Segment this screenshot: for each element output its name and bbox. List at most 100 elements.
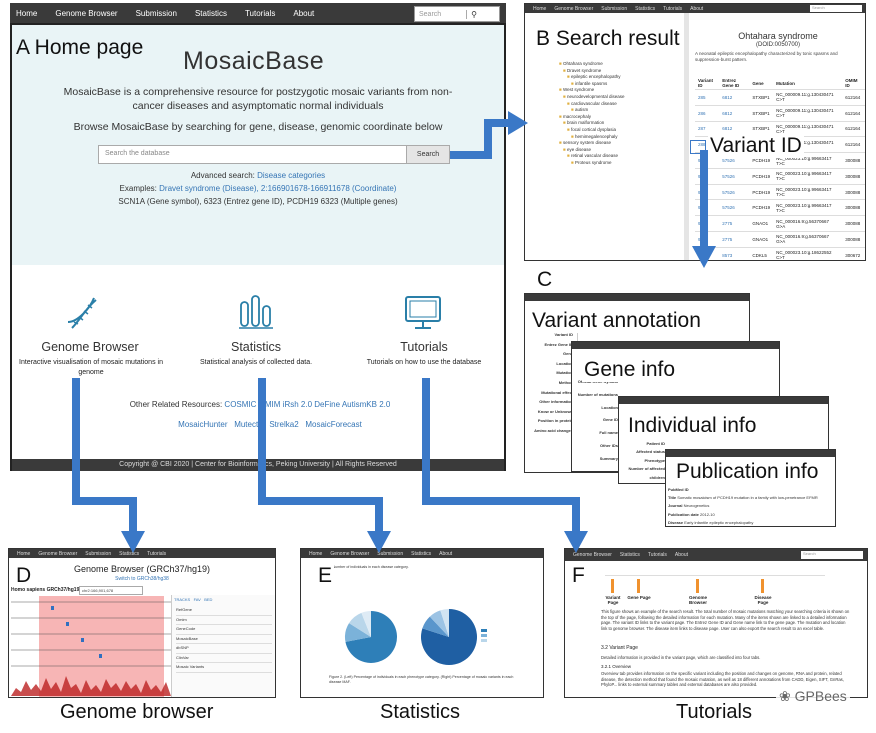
tree-item[interactable]: ■ macrocephaly <box>559 114 625 121</box>
tree-item[interactable]: ■ cardiovascular disease <box>559 101 625 108</box>
table-header-cell[interactable]: Mutation <box>773 77 843 90</box>
nav-b-search[interactable]: Search <box>810 5 862 12</box>
link-irsh[interactable]: iRsh 2.0 <box>282 400 313 409</box>
table-cell[interactable]: 92 <box>695 184 720 201</box>
nav-search[interactable]: Search ⚲ <box>414 6 500 22</box>
nav-d-submission[interactable]: Submission <box>85 550 112 557</box>
tree-item[interactable]: ■ eye disease <box>559 147 625 154</box>
tree-item[interactable]: ■ Dravet syndrome <box>559 68 625 75</box>
track-item[interactable]: Mosaic Variants <box>176 663 272 673</box>
link-mosaichunter[interactable]: MosaicHunter <box>178 420 228 429</box>
main-search-input[interactable]: Search the database <box>105 150 170 157</box>
nav-statistics[interactable]: Statistics <box>194 8 227 18</box>
tree-item[interactable]: ■ West syndrome <box>559 87 625 94</box>
tree-scrollbar[interactable] <box>684 13 689 260</box>
tree-item[interactable]: ■ autism <box>559 107 625 114</box>
nav-f-search[interactable]: Search <box>801 551 863 559</box>
tree-item[interactable]: ■ sensory system disease <box>559 140 625 147</box>
main-search-button[interactable]: Search <box>406 146 449 163</box>
nav-b-genome[interactable]: Genome Browser <box>554 5 594 12</box>
genome-tracks[interactable] <box>11 596 171 698</box>
table-cell[interactable]: 2775 <box>719 215 750 233</box>
link-mosaicforecast[interactable]: MosaicForecast <box>305 420 362 429</box>
nav-e-statistics[interactable]: Statistics <box>411 550 432 557</box>
link-mutect2[interactable]: Mutect2 <box>234 420 263 429</box>
tree-item[interactable]: ■ retinal vascular disease <box>559 153 625 160</box>
nav-f-tutorials[interactable]: Tutorials <box>647 552 667 558</box>
link-cosmic[interactable]: COSMIC <box>224 400 257 409</box>
table-header-cell[interactable]: Entrez Gene ID <box>719 77 750 90</box>
nav-d-tutorials[interactable]: Tutorials <box>147 550 167 557</box>
nav-e-genome[interactable]: Genome Browser <box>330 550 370 557</box>
table-cell[interactable]: 2775 <box>719 231 750 248</box>
table-cell[interactable]: 96 <box>695 247 720 260</box>
track-item[interactable]: ClinVar <box>176 654 272 663</box>
nav-b-statistics[interactable]: Statistics <box>635 5 656 12</box>
nav-f-genome[interactable]: Genome Browser <box>573 552 612 558</box>
tree-item[interactable]: ■ brain malformation <box>559 120 625 127</box>
tree-item[interactable]: ■ Ohtahara syndrome <box>559 61 625 68</box>
track-item[interactable]: MosaicBase <box>176 635 272 644</box>
table-cell[interactable]: 286 <box>695 105 720 122</box>
nav-genome-browser[interactable]: Genome Browser <box>55 8 118 18</box>
track-item[interactable]: GeneCode <box>176 625 272 635</box>
tree-item[interactable]: ■ neurodevelopmental disease <box>559 94 625 101</box>
tab-tracks[interactable]: TRACKS <box>174 597 191 602</box>
statistics-feature-title[interactable]: Statistics <box>230 340 281 354</box>
table-cell[interactable]: 287 <box>695 121 720 138</box>
nav-e-about[interactable]: About <box>439 550 453 557</box>
link-strelka2[interactable]: Strelka2 <box>269 420 299 429</box>
nav-b-tutorials[interactable]: Tutorials <box>663 5 683 12</box>
table-cell[interactable]: 57526 <box>719 199 750 217</box>
table-cell[interactable]: 95 <box>695 231 720 248</box>
table-cell[interactable]: 285 <box>695 89 720 106</box>
nav-f-about[interactable]: About <box>674 552 688 558</box>
nav-search-input[interactable]: Search <box>419 10 442 18</box>
nav-e-home[interactable]: Home <box>309 550 323 557</box>
switch-assembly-link[interactable]: Switch to GRCh38/hg38 <box>115 576 169 582</box>
nav-b-submission[interactable]: Submission <box>601 5 628 12</box>
link-omim[interactable]: OMIM <box>258 400 281 409</box>
track-item[interactable]: Omim <box>176 616 272 625</box>
tree-item[interactable]: ■ infantile spasms <box>559 81 625 88</box>
track-item[interactable]: dbSNP <box>176 644 272 654</box>
table-header-cell[interactable]: Gene <box>749 77 774 90</box>
nav-e-submission[interactable]: Submission <box>377 550 404 557</box>
example-link-2[interactable]: SCN1A (Gene symbol), 6323 (Entrez gene I… <box>118 197 398 206</box>
nav-d-statistics[interactable]: Statistics <box>119 550 140 557</box>
track-item[interactable]: RefGene <box>176 606 272 616</box>
table-cell[interactable]: 57526 <box>719 184 750 201</box>
tab-bed[interactable]: BED <box>204 597 213 602</box>
tree-item[interactable]: ■ epileptic encephalopathy <box>559 74 625 81</box>
link-autismkb[interactable]: AutismKB 2.0 <box>341 400 391 409</box>
table-cell[interactable]: 91 <box>695 168 720 185</box>
nav-about[interactable]: About <box>293 8 315 18</box>
table-cell[interactable]: 93 <box>695 199 720 217</box>
tutorials-feature-title[interactable]: Tutorials <box>400 340 448 354</box>
nav-f-statistics[interactable]: Statistics <box>619 552 640 558</box>
disease-categories-link[interactable]: Disease categories <box>257 171 326 180</box>
table-cell[interactable]: 94 <box>695 215 720 233</box>
link-define[interactable]: DeFine <box>314 400 341 409</box>
table-cell[interactable]: 57526 <box>719 168 750 185</box>
nav-d-genome[interactable]: Genome Browser <box>38 550 78 557</box>
nav-d-home[interactable]: Home <box>17 550 31 557</box>
nav-submission[interactable]: Submission <box>135 8 177 18</box>
table-cell[interactable]: 6812 <box>719 105 750 122</box>
tree-item[interactable]: ■ hemimegalencephaly <box>559 134 625 141</box>
table-cell[interactable]: 6812 <box>719 89 750 106</box>
nav-home[interactable]: Home <box>16 8 38 18</box>
tree-item[interactable]: ■ focal cortical dysplasia <box>559 127 625 134</box>
genome-browser-feature-title[interactable]: Genome Browser <box>41 340 139 354</box>
tab-fav[interactable]: FAV <box>193 597 201 602</box>
table-header-cell[interactable]: OMIM ID <box>842 77 865 90</box>
nav-b-about[interactable]: About <box>690 5 704 12</box>
table-header-cell[interactable]: Variant ID <box>695 77 720 90</box>
example-link-1[interactable]: Dravet syndrome (Disease), 2:166901678-1… <box>159 184 397 193</box>
nav-tutorials[interactable]: Tutorials <box>244 8 276 18</box>
locus-input[interactable]: chr2:166,901,678 <box>79 586 143 595</box>
table-cell[interactable]: 8573 <box>719 247 750 260</box>
nav-b-home[interactable]: Home <box>533 5 547 12</box>
tree-item[interactable]: ■ Proteus syndrome <box>559 160 625 167</box>
search-icon[interactable]: ⚲ <box>466 9 481 19</box>
